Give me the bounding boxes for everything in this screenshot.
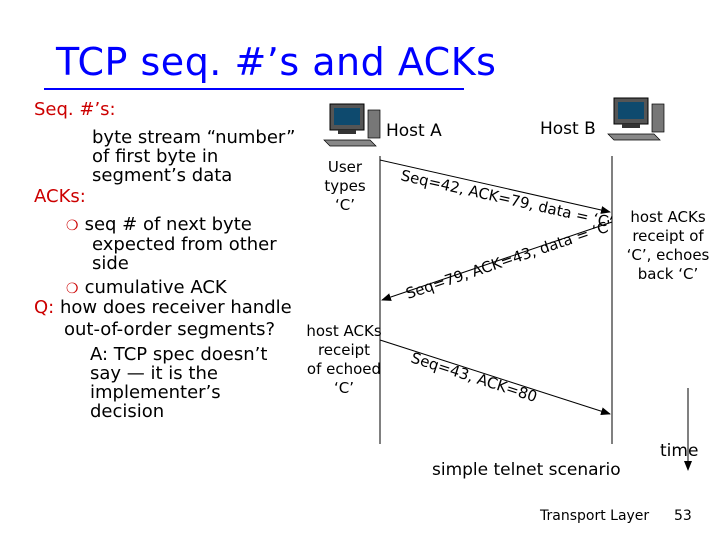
question-prefix: Q: <box>34 297 55 318</box>
bullet-text: side <box>92 253 129 274</box>
note-line: of echoed <box>306 360 382 378</box>
note-line: back ‘C’ <box>637 265 699 283</box>
message-label-2: Seq=79, ACK=43, data = ‘C’ <box>404 217 615 303</box>
seq-def-line: segment’s data <box>92 165 233 186</box>
note-line: User <box>327 158 363 176</box>
answer-line: implementer’s <box>90 382 221 403</box>
title-underline <box>44 88 464 90</box>
bullet-text: seq # of next byte <box>84 214 252 235</box>
message-arrow-1 <box>379 159 611 214</box>
question: Q: how does receiver handle <box>34 298 292 317</box>
host-b-label: Host B <box>540 119 596 139</box>
user-types-note: User types ‘C’ <box>312 158 378 215</box>
ack-bullet-1: ❍ seq # of next byte <box>66 215 252 236</box>
note-line: receipt <box>317 341 371 359</box>
question-text: how does receiver handle <box>59 297 292 318</box>
message-label-1: Seq=42, ACK=79, data = ‘C’ <box>399 166 615 231</box>
scenario-caption: simple telnet scenario <box>432 460 621 480</box>
note-line: host ACKs <box>306 322 382 340</box>
seq-def-line: byte stream “number” <box>92 127 296 148</box>
answer-line: say — it is the <box>90 363 218 384</box>
ack-bullet-2: ❍ cumulative ACK <box>66 278 227 299</box>
ack-bullet-1-cont: expected from other side <box>92 235 277 273</box>
seq-heading: Seq. #’s: <box>34 99 116 120</box>
note-line: host ACKs <box>630 208 706 226</box>
message-label-3: Seq=43, ACK=80 <box>409 349 540 406</box>
slide-title: TCP seq. #’s and ACKs <box>56 40 497 84</box>
acks-heading: ACKs: <box>34 186 86 207</box>
note-line: ‘C’ <box>334 196 355 214</box>
host-b-ack-note: host ACKs receipt of ‘C’, echoes back ‘C… <box>620 208 716 284</box>
message-arrow-2 <box>381 221 613 301</box>
note-line: ‘C’ <box>333 379 354 397</box>
bullet-text: cumulative ACK <box>84 277 227 298</box>
footer-section: Transport Layer <box>540 508 650 524</box>
bullet-icon: ❍ <box>66 218 79 234</box>
answer-line: decision <box>90 401 165 422</box>
computer-icon <box>323 103 381 147</box>
note-line: receipt of <box>632 227 704 245</box>
bullet-icon: ❍ <box>66 281 79 297</box>
time-label: time <box>660 441 699 461</box>
message-arrow-3 <box>379 339 611 416</box>
seq-definition: byte stream “number” of first byte in se… <box>92 128 295 185</box>
answer: A: TCP spec doesn’t say — it is the impl… <box>90 345 267 421</box>
seq-def-line: of first byte in <box>92 146 219 167</box>
computer-icon <box>607 97 665 141</box>
answer-line: A: TCP spec doesn’t <box>90 344 268 365</box>
note-line: ‘C’, echoes <box>626 246 710 264</box>
question-text: out-of-order segments? <box>64 319 276 340</box>
host-a-ack-note: host ACKs receipt of echoed ‘C’ <box>296 322 392 398</box>
host-a-label: Host A <box>386 121 442 141</box>
page-number: 53 <box>674 508 692 524</box>
bullet-text: expected from other <box>92 234 277 255</box>
note-line: types <box>324 177 366 195</box>
